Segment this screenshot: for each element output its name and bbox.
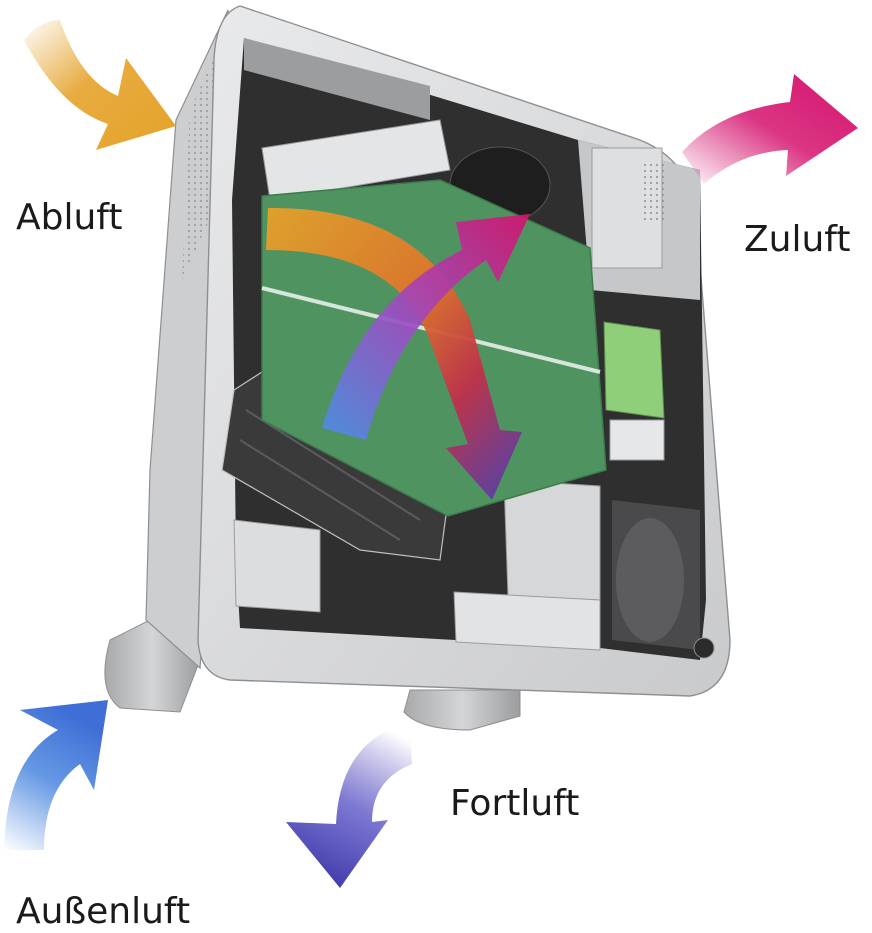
exhaust-duct	[403, 689, 521, 731]
exchanger-flow-aussenluft-to-zuluft	[322, 214, 530, 440]
zuluft-label: Zuluft	[744, 219, 851, 260]
fortluft-arrow	[286, 722, 412, 888]
zuluft-arrow	[682, 74, 858, 184]
aussenluft-arrow	[4, 700, 108, 850]
top-filter	[261, 119, 451, 201]
abluft-label: Abluft	[16, 197, 123, 238]
aussenluft-label: Außenluft	[16, 891, 191, 932]
control-board	[603, 321, 665, 419]
exchanger-flow-abluft-to-fortluft	[266, 207, 522, 500]
abluft-arrow	[24, 20, 176, 150]
fortluft-label: Fortluft	[450, 783, 580, 824]
